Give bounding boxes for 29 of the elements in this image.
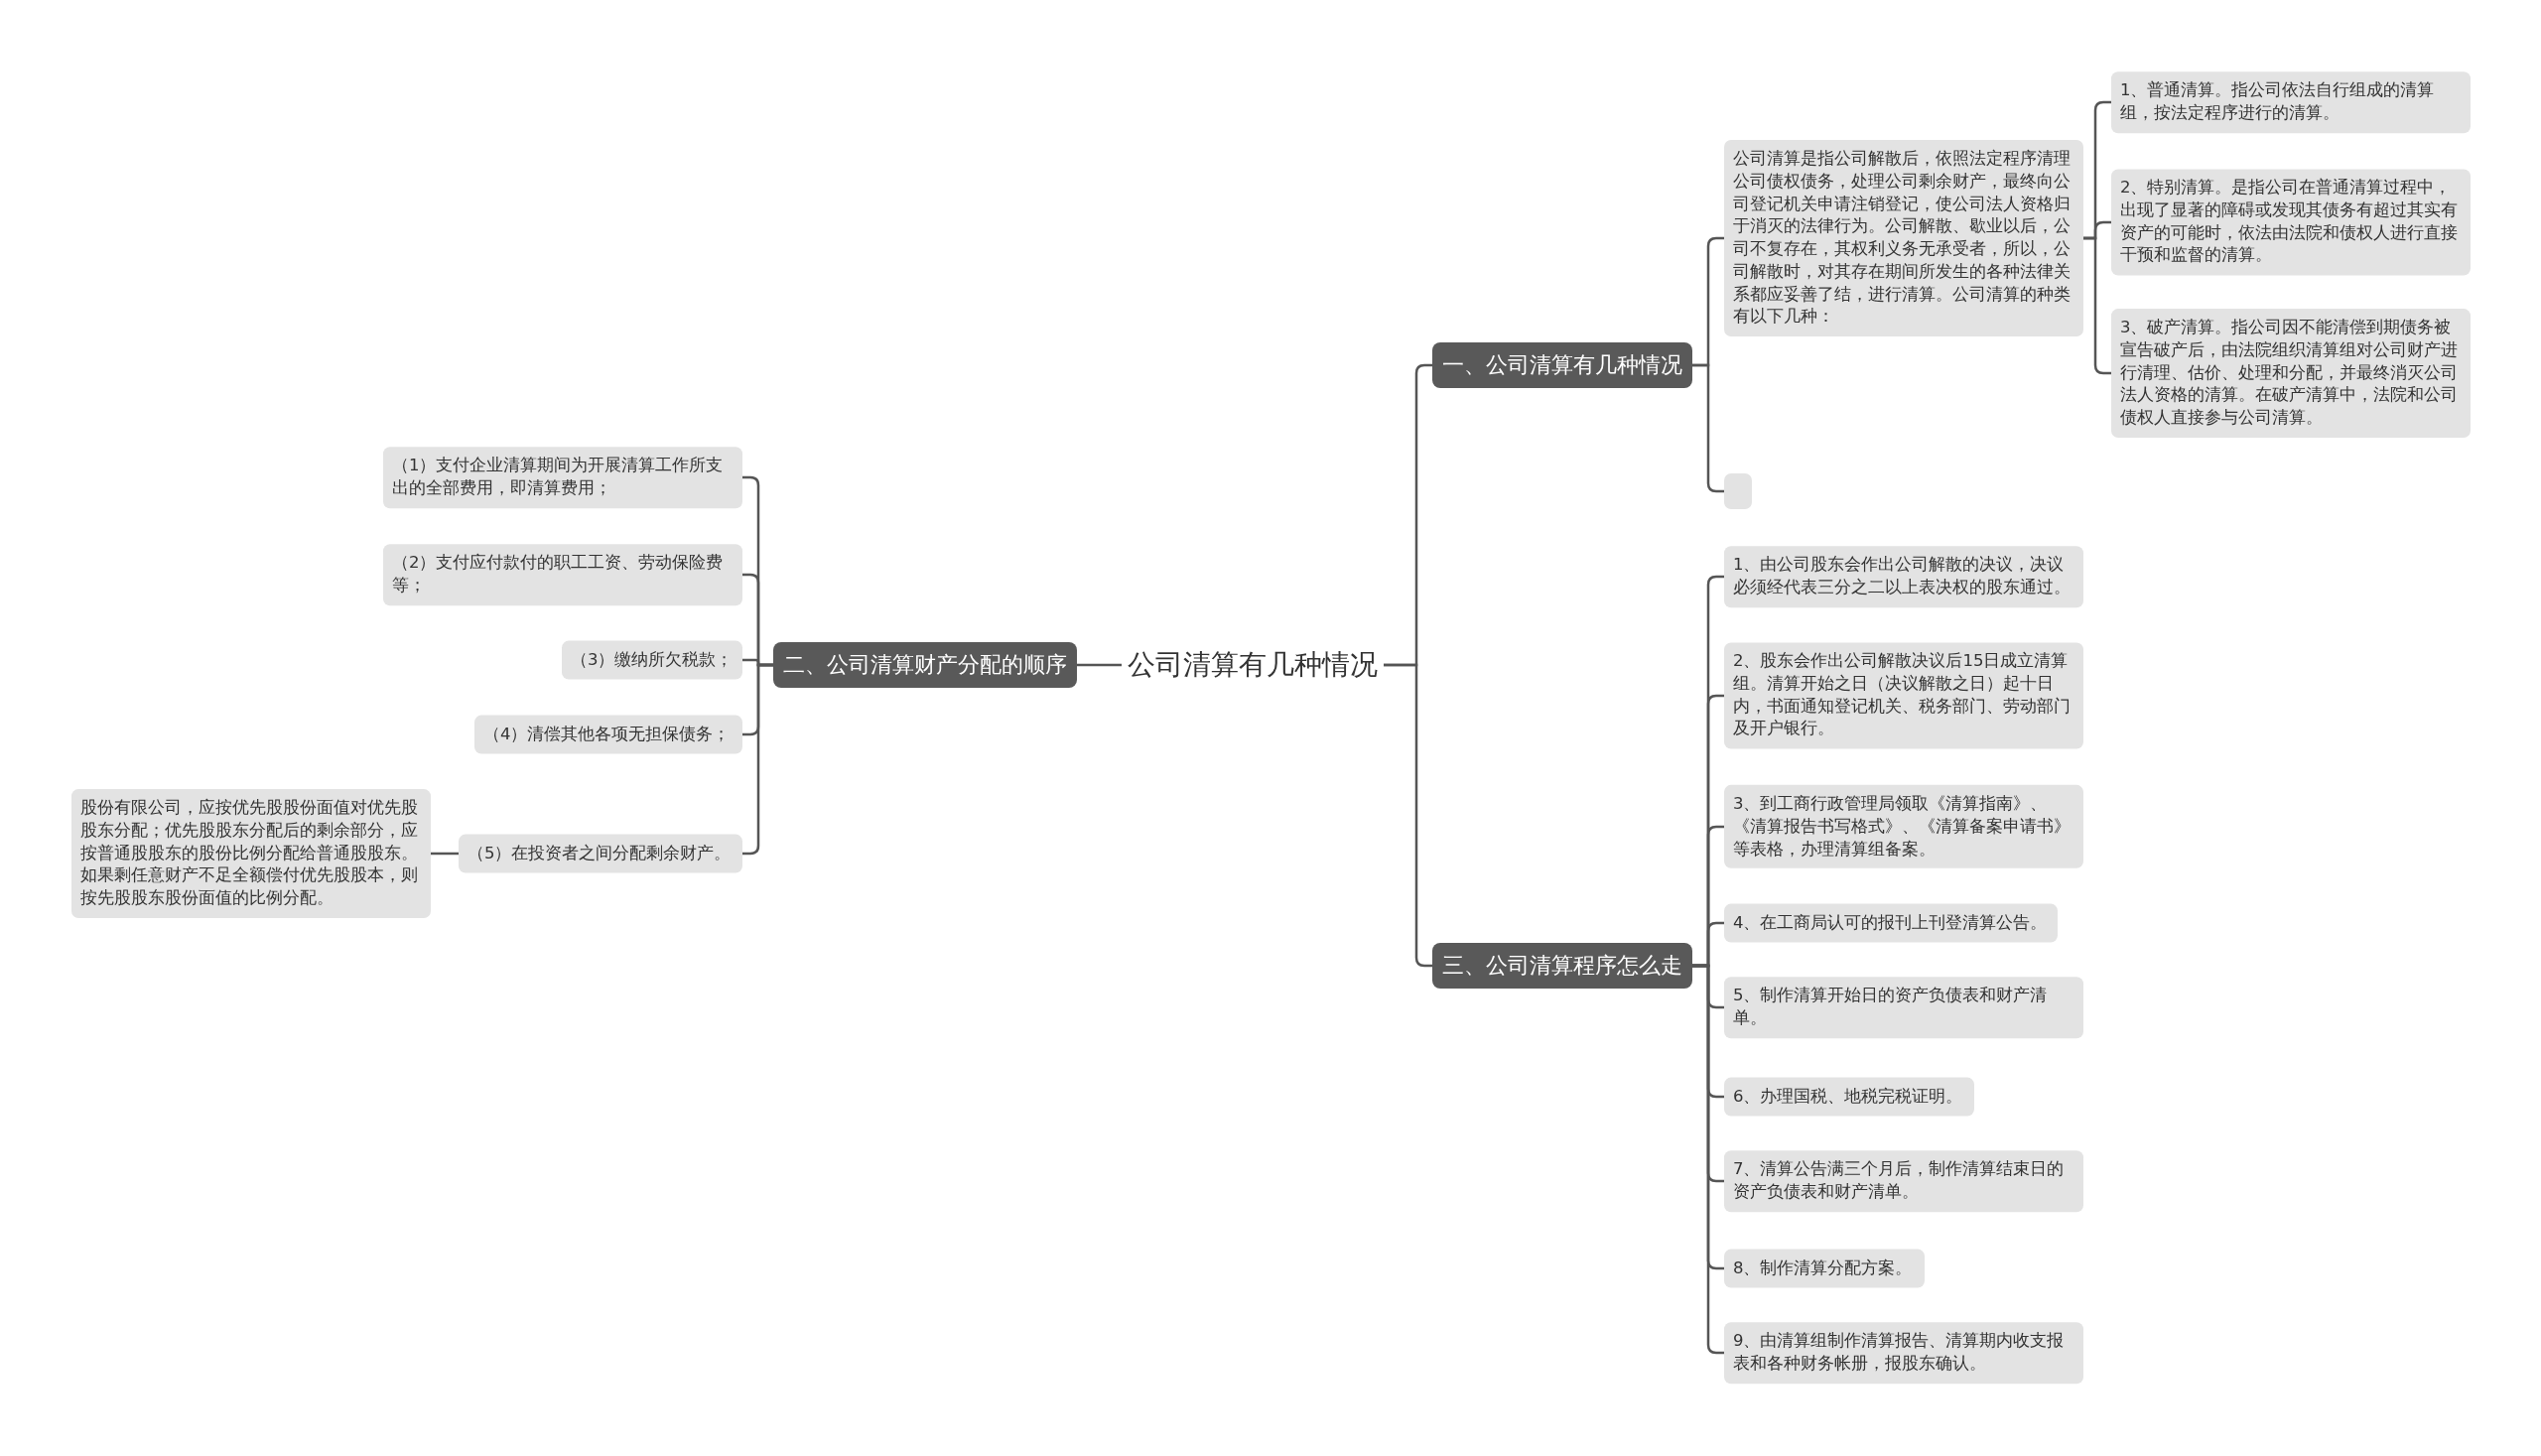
subtopic-box: 3、破产清算。指公司因不能清偿到期债务被宣告破产后，由法院组织清算组对公司财产进行清理、估价、处理和分配，并最终消灭公司法人资格的清算。在破产清算中，法院和公司债权人直接参与公司清算。 [2111, 309, 2471, 438]
subtopic-box: （3）缴纳所欠税款； [562, 640, 742, 680]
subtopic-box: 6、办理国税、地税完税证明。 [1724, 1077, 1974, 1117]
subtopic-box: （5）在投资者之间分配剩余财产。 [459, 834, 742, 873]
connector-line [742, 663, 773, 856]
subtopic-box: 2、特别清算。是指公司在普通清算过程中，出现了显著的障碍或发现其债务有超过其实有资产的可能时，依法由法院和债权人进行直接干预和监督的清算。 [2111, 169, 2471, 276]
connector-line [1384, 663, 1432, 968]
subtopic-box: 5、制作清算开始日的资产负债表和财产清单。 [1724, 977, 2083, 1038]
subtopic-box: （4）清偿其他各项无担保债务； [474, 715, 742, 754]
branch-topic-box: 三、公司清算程序怎么走 [1432, 943, 1692, 989]
connector-line [1077, 663, 1122, 667]
subtopic-box: （1）支付企业清算期间为开展清算工作所支出的全部费用，即清算费用； [383, 447, 742, 508]
branch-topic-box: 二、公司清算财产分配的顺序 [773, 642, 1077, 688]
subtopic-box: 7、清算公告满三个月后，制作清算结束日的资产负债表和财产清单。 [1724, 1150, 2083, 1212]
subtopic-box: 公司清算是指公司解散后，依照法定程序清理公司债权债务，处理公司剩余财产，最终向公司登记机关申请注销登记，使公司法人资格归于消灭的法律行为。公司解散、歇业以后，公司不复存在，其权利义务无承受者，所以，公司解散时，对其存在期间所发生的各种法律关系都应妥善了结，进行清算。公司清算的种类有以下几种： [1724, 139, 2083, 337]
subtopic-box: 4、在工商局认可的报刊上刊登清算公告。 [1724, 903, 2058, 943]
connector-line [431, 852, 459, 856]
subtopic-box: 1、普通清算。指公司依法自行组成的清算组，按法定程序进行的清算。 [2111, 71, 2471, 133]
subtopic-box: 8、制作清算分配方案。 [1724, 1249, 1925, 1288]
subtopic-box: 2、股东会作出公司解散决议后15日成立清算组。清算开始之日（决议解散之日）起十日内，书面通知登记机关、税务部门、劳动部门及开户银行。 [1724, 642, 2083, 749]
subtopic-box: 股份有限公司，应按优先股股份面值对优先股股东分配；优先股股东分配后的剩余部分，应按普通股股东的股份比例分配给普通股股东。如果剩任意财产不足全额偿付优先股股本，则按先股股东股份面值的比例分配。 [71, 789, 431, 918]
subtopic-box: 1、由公司股东会作出公司解散的决议，决议必须经代表三分之二以上表决权的股东通过。 [1724, 546, 2083, 607]
central-topic: 公司清算有几种情况 [1122, 642, 1384, 688]
subtopic-box: （2）支付应付款付的职工工资、劳动保险费等； [383, 544, 742, 605]
subtopic-box: 3、到工商行政管理局领取《清算指南》、《清算报告书写格式》、《清算备案申请书》等表格，办理清算组备案。 [1724, 784, 2083, 869]
empty-box [1724, 473, 1752, 509]
connector-line [2083, 236, 2111, 375]
branch-topic-box: 一、公司清算有几种情况 [1432, 342, 1692, 388]
subtopic-box: 9、由清算组制作清算报告、清算期内收支报表和各种财务帐册，报股东确认。 [1724, 1322, 2083, 1384]
